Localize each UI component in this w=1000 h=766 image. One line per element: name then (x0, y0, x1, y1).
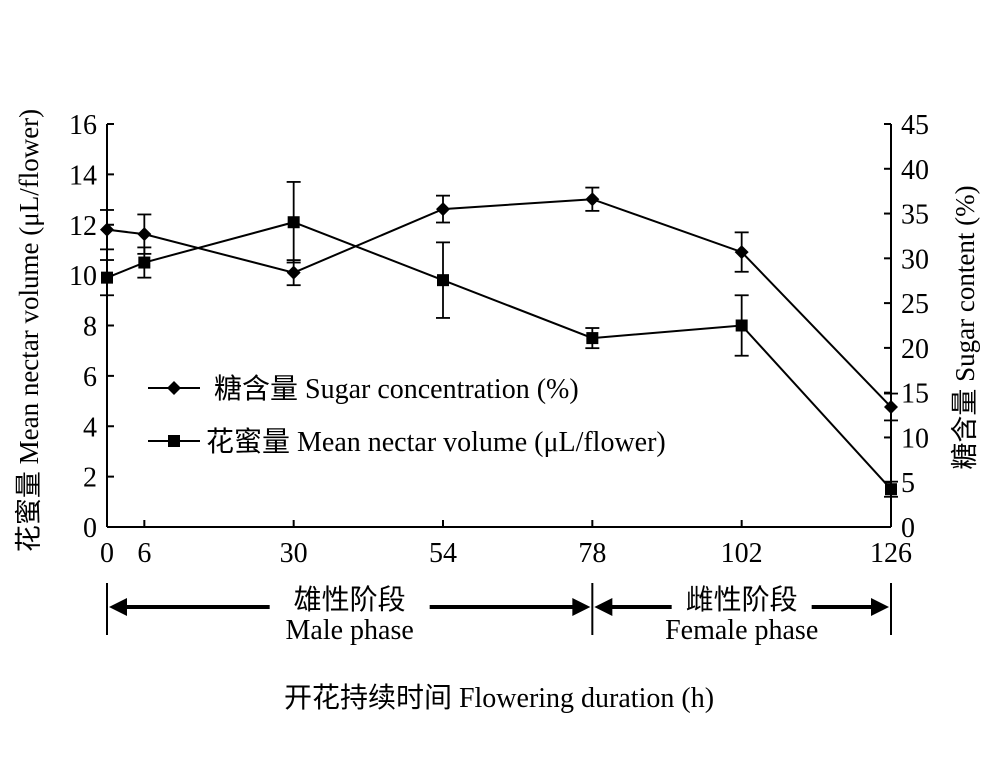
x-axis-label: 开花持续时间 Flowering duration (h) (284, 682, 714, 714)
legend-label: 花蜜量 Mean nectar volume (μL/flower) (206, 426, 666, 458)
data-point-diamond (734, 245, 749, 260)
x-tick-label: 0 (100, 538, 114, 569)
legend-marker (167, 381, 181, 395)
y-left-tick-label: 0 (83, 513, 97, 544)
phase-label-cn: 雌性阶段 (686, 584, 798, 616)
y-left-tick-label: 8 (83, 312, 97, 343)
data-point-square (101, 271, 113, 284)
y-right-tick-label: 10 (901, 423, 929, 454)
series-2 (100, 181, 898, 498)
y-right-tick-label: 35 (901, 200, 929, 231)
y-right-tick-label: 25 (901, 289, 929, 320)
data-point-square (437, 274, 449, 287)
y-left-tick-label: 10 (69, 261, 97, 292)
data-point-diamond (286, 265, 301, 280)
x-tick-label: 54 (429, 538, 457, 569)
phase-label-cn: 雄性阶段 (294, 584, 406, 616)
y-right-tick-label: 0 (901, 513, 915, 544)
phase-label-en: Female phase (665, 615, 818, 646)
y-right-tick-label: 20 (901, 334, 929, 365)
x-tick-label: 6 (137, 538, 151, 569)
phase-arrowhead (871, 598, 889, 616)
x-tick-label: 102 (721, 538, 763, 569)
data-point-square (885, 483, 897, 496)
y-axis-right-label: 糖含量 Sugar content (%) (950, 185, 980, 469)
legend-label: 糖含量 Sugar concentration (%) (214, 373, 579, 405)
y-left-tick-label: 6 (83, 362, 97, 393)
y-left-tick-label: 2 (83, 463, 97, 494)
phase-label-en: Male phase (286, 615, 414, 646)
legend: 糖含量 Sugar concentration (%) 花蜜量 Mean nect… (148, 373, 666, 458)
phase-arrowhead (594, 598, 613, 616)
y-right-tick-label: 45 (901, 110, 929, 141)
series (100, 181, 898, 498)
y-right-tick-label: 30 (901, 244, 929, 275)
data-point-diamond (884, 399, 898, 414)
y-right-tick-label: 5 (901, 468, 915, 499)
y-right-tick-label: 15 (901, 379, 929, 410)
x-tick-label: 30 (280, 538, 308, 569)
y-axis-left-label: 花蜜量 Mean nectar volume (μL/flower) (14, 109, 44, 552)
data-point-diamond (585, 192, 600, 207)
data-point-diamond (436, 202, 450, 217)
phase-arrowhead (572, 598, 591, 616)
data-point-square (138, 256, 151, 269)
data-point-diamond (137, 227, 152, 242)
axes (106, 124, 892, 528)
data-point-square (586, 332, 599, 345)
x-tick-label: 126 (870, 538, 912, 569)
y-left-tick-label: 14 (69, 160, 97, 191)
legend-marker (168, 435, 180, 447)
x-tick-label: 78 (578, 538, 606, 569)
data-point-square (287, 216, 300, 229)
y-left-tick-label: 16 (69, 110, 97, 141)
data-point-diamond (100, 222, 114, 237)
data-point-square (735, 319, 748, 332)
y-right-tick-label: 40 (901, 155, 929, 186)
y-left-tick-label: 4 (83, 412, 97, 443)
phase-arrowhead (109, 598, 127, 616)
y-left-tick-label: 12 (69, 211, 97, 242)
